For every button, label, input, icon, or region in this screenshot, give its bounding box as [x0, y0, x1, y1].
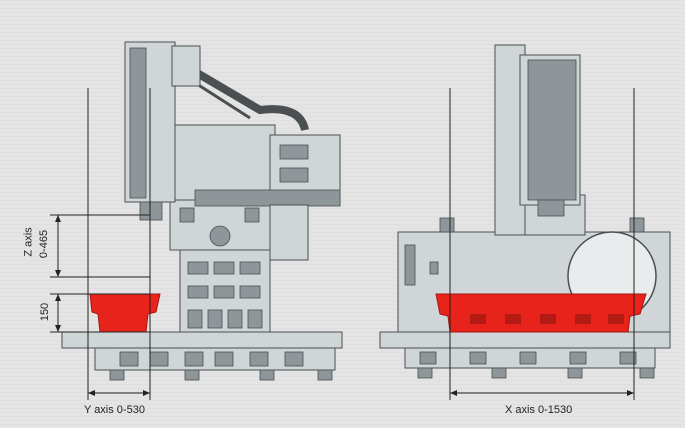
x-axis-label: X axis 0-1530 — [505, 404, 573, 416]
side-spindle-nose — [139, 201, 163, 221]
side-ballscrew-nut — [209, 225, 231, 247]
side-base-rail — [61, 331, 343, 349]
side-dimension-lines — [50, 88, 151, 400]
front-base-rail — [379, 331, 671, 349]
front-spindle-nose — [537, 199, 565, 217]
side-column-windows — [187, 261, 263, 329]
side-top-block — [171, 45, 201, 87]
front-base-slots — [419, 351, 637, 365]
y-axis-label: Y axis 0-530 — [84, 404, 145, 416]
front-dimension-lines — [449, 88, 635, 400]
side-ram — [164, 124, 276, 201]
front-table-slots — [470, 314, 624, 324]
side-base-slots — [119, 351, 304, 367]
side-view — [61, 41, 343, 381]
side-support-block — [269, 204, 309, 261]
z-axis-label: Z axis — [22, 227, 35, 257]
side-ram-guide — [194, 189, 341, 207]
side-cable-arm — [172, 56, 309, 132]
front-feet — [417, 367, 655, 379]
front-spindle-head — [527, 59, 577, 201]
front-work-table — [435, 293, 647, 333]
side-feet — [109, 369, 333, 381]
z-offset-label: 150 — [39, 302, 52, 322]
z-range-label: 0-465 — [38, 229, 51, 259]
